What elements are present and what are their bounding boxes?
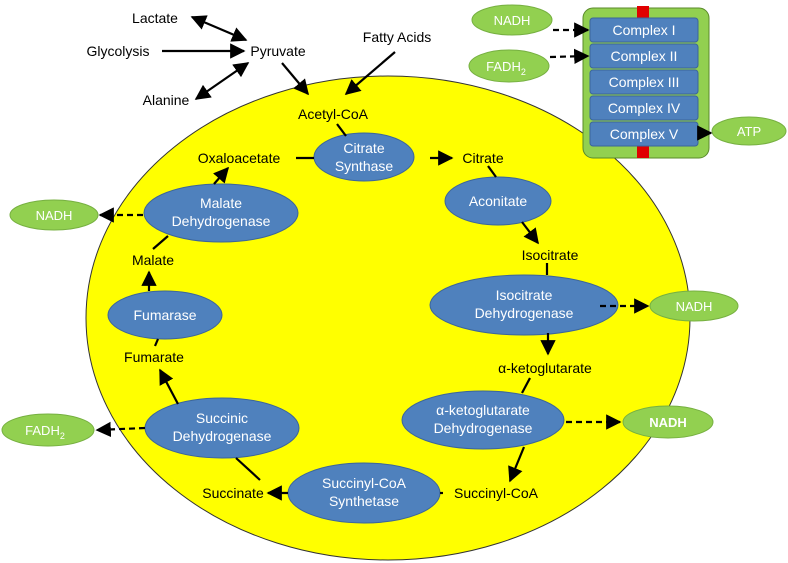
complex-4[interactable]: Complex IV bbox=[589, 95, 699, 121]
arrow-fadh2-complex2 bbox=[549, 48, 590, 65]
line-citrate-aconitase bbox=[487, 165, 497, 178]
arrow-succinicdh-fadh2 bbox=[95, 421, 146, 438]
arrow-aconitase-isocitrate bbox=[521, 221, 539, 245]
electron-transport-chain: Complex I Complex II Complex III Complex… bbox=[582, 6, 710, 159]
succinyl-coa-synthetase-enzyme[interactable]: Succinyl-CoA Synthetase bbox=[287, 462, 441, 524]
nadh-akg-node[interactable]: NADH bbox=[622, 405, 714, 439]
citrate-synthase-enzyme[interactable]: Citrate Synthase bbox=[313, 132, 415, 182]
fadh2-etc-label: FADH bbox=[486, 59, 521, 74]
fumarase-label: Fumarase bbox=[133, 307, 196, 323]
succinic-dh-line2: Dehydrogenase bbox=[173, 428, 272, 444]
isocitrate-label: Isocitrate bbox=[522, 247, 579, 263]
arrow-alanine-pyruvate bbox=[194, 62, 250, 100]
fumarate-label: Fumarate bbox=[124, 349, 184, 365]
nadh-isocitrate-node[interactable]: NADH bbox=[649, 290, 739, 322]
nadh-akg-label: NADH bbox=[649, 415, 687, 430]
complex-5-label: Complex V bbox=[610, 126, 679, 142]
complex-3[interactable]: Complex III bbox=[589, 69, 699, 95]
fadh2-succinic-node[interactable]: FADH2 bbox=[1, 413, 95, 447]
atp-node[interactable]: ATP bbox=[711, 116, 787, 146]
isocitrate-dh-line2: Dehydrogenase bbox=[475, 305, 574, 321]
aconitase-enzyme[interactable]: Aconitate bbox=[444, 176, 552, 226]
nadh-etc-label: NADH bbox=[494, 13, 531, 28]
line-succinate-succinicdh bbox=[235, 457, 261, 481]
glycolysis-label: Glycolysis bbox=[86, 43, 149, 59]
nadh-malate-node[interactable]: NADH bbox=[9, 199, 99, 231]
fatty-acids-label: Fatty Acids bbox=[363, 29, 431, 45]
arrow-fattyacids-acetylcoa bbox=[344, 51, 396, 96]
citrate-synthase-line1: Citrate bbox=[343, 140, 384, 156]
complex-3-label: Complex III bbox=[609, 74, 680, 90]
complex-1[interactable]: Complex I bbox=[589, 17, 699, 43]
etc-channel-bottom bbox=[637, 146, 649, 158]
alpha-ketoglutarate-label: α-ketoglutarate bbox=[498, 360, 592, 376]
malate-dh-line2: Dehydrogenase bbox=[172, 213, 271, 229]
line-fumarate-fumarase bbox=[153, 338, 160, 347]
lactate-label: Lactate bbox=[132, 10, 178, 26]
arrow-malatedh-oxaloacetate bbox=[213, 166, 230, 185]
citrate-label: Citrate bbox=[462, 150, 503, 166]
complex-5[interactable]: Complex V bbox=[589, 121, 699, 147]
malate-dehydrogenase-enzyme[interactable]: Malate Dehydrogenase bbox=[143, 183, 299, 243]
svg-text:FADH2: FADH2 bbox=[25, 423, 65, 441]
malate-dh-line1: Malate bbox=[200, 195, 242, 211]
isocitrate-dehydrogenase-enzyme[interactable]: Isocitrate Dehydrogenase bbox=[429, 274, 619, 336]
nadh-malate-label: NADH bbox=[36, 208, 73, 223]
oxaloacetate-label: Oxaloacetate bbox=[198, 150, 281, 166]
succinic-dehydrogenase-enzyme[interactable]: Succinic Dehydrogenase bbox=[144, 397, 300, 459]
fadh2-succinic-subscript: 2 bbox=[60, 431, 65, 441]
fumarase-enzyme[interactable]: Fumarase bbox=[107, 290, 223, 340]
fadh2-succinic-label: FADH bbox=[25, 423, 60, 438]
alpha-ketoglutarate-dehydrogenase-enzyme[interactable]: α-ketoglutarate Dehydrogenase bbox=[401, 390, 565, 450]
line-malate-malatedh bbox=[152, 235, 169, 250]
succinic-dh-line1: Succinic bbox=[196, 410, 248, 426]
complex-2[interactable]: Complex II bbox=[589, 43, 699, 69]
arrow-akgdh-succinylcoa bbox=[508, 446, 526, 483]
acetyl-coa-label: Acetyl-CoA bbox=[298, 106, 369, 122]
pathway-arrows bbox=[141, 15, 556, 501]
line-acetylcoa-citratesynthase bbox=[336, 123, 347, 137]
akg-dh-line1: α-ketoglutarate bbox=[436, 402, 530, 418]
succinyl-coa-synthetase-line1: Succinyl-CoA bbox=[322, 475, 407, 491]
malate-label: Malate bbox=[132, 252, 174, 268]
arrow-succinicdh-fumarate bbox=[159, 368, 179, 405]
complex-2-label: Complex II bbox=[611, 48, 678, 64]
complex-1-label: Complex I bbox=[612, 22, 675, 38]
arrow-pyruvate-acetylcoa bbox=[281, 62, 309, 96]
nadh-isocitrate-label: NADH bbox=[676, 299, 713, 314]
line-akg-akgdh bbox=[521, 377, 531, 394]
succinate-label: Succinate bbox=[202, 485, 264, 501]
svg-text:FADH2: FADH2 bbox=[486, 59, 526, 77]
succinyl-coa-synthetase-line2: Synthetase bbox=[329, 493, 399, 509]
cofactor-arrows bbox=[95, 22, 713, 438]
aconitase-label: Aconitate bbox=[469, 193, 528, 209]
pyruvate-label: Pyruvate bbox=[250, 43, 305, 59]
akg-dh-line2: Dehydrogenase bbox=[434, 420, 533, 436]
arrow-lactate-pyruvate bbox=[190, 15, 248, 42]
fadh2-etc-subscript: 2 bbox=[521, 67, 526, 77]
alanine-label: Alanine bbox=[143, 92, 190, 108]
atp-label: ATP bbox=[737, 124, 761, 139]
complex-4-label: Complex IV bbox=[608, 100, 681, 116]
succinyl-coa-label: Succinyl-CoA bbox=[454, 485, 539, 501]
nadh-etc-node[interactable]: NADH bbox=[471, 4, 553, 36]
fadh2-etc-node[interactable]: FADH2 bbox=[468, 49, 550, 83]
isocitrate-dh-line1: Isocitrate bbox=[496, 287, 553, 303]
citrate-synthase-line2: Synthase bbox=[335, 158, 394, 174]
etc-channel-top bbox=[637, 6, 649, 18]
